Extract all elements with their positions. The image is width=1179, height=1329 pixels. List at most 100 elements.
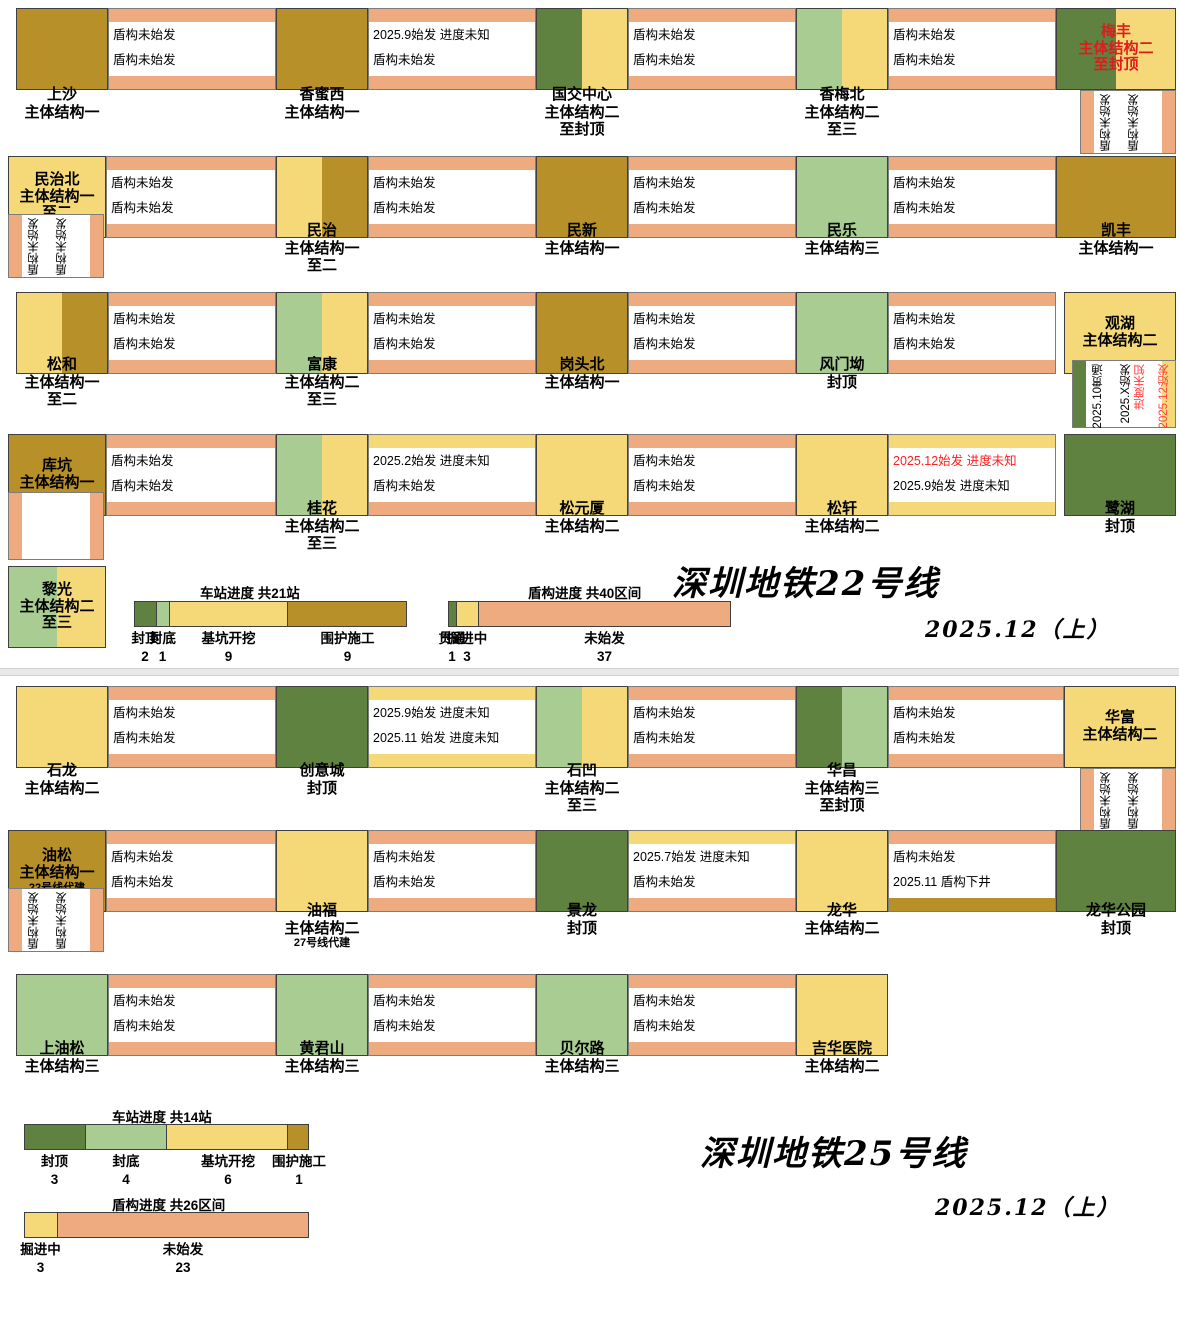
tunnel-bar-down [109, 76, 275, 89]
station-caption: 贝尔路主体结构三 [472, 1040, 692, 1075]
station-status: 主体结构二 [284, 517, 360, 535]
station-status-half [582, 293, 627, 373]
station-status-half [797, 157, 842, 237]
legend-segment [288, 1125, 308, 1149]
tunnel-bar-down [369, 224, 535, 237]
station-block: 黎光主体结构二至三 [8, 566, 106, 648]
station-status: 主体结构二 [24, 779, 100, 797]
station-status: 至封顶 [1093, 56, 1139, 74]
station-status-half [277, 687, 322, 767]
station-status-half [582, 157, 627, 237]
station-sub-note: 27号线代建 [293, 937, 351, 950]
station-status-half [17, 9, 62, 89]
legend-segment [25, 1213, 58, 1237]
tunnel-label-down: 盾构未始发 [373, 479, 436, 493]
tunnel-bar-up [629, 293, 795, 306]
station-status: 主体结构一 [24, 103, 100, 121]
station-status: 主体结构一 [24, 373, 100, 391]
station-block [16, 974, 108, 1056]
station-block: 观湖主体结构二 [1064, 292, 1176, 374]
tunnel-segment: 2025.9始发 进度未知盾构未始发 [368, 8, 536, 90]
station-caption: 国交中心主体结构二至封顶 [472, 86, 692, 139]
legend-segment [456, 602, 479, 626]
tunnel-label-down: 盾构未始发 [373, 875, 436, 889]
legend-count: 3 [36, 1260, 45, 1276]
station-caption: 上沙主体结构一 [0, 86, 172, 121]
station-block [276, 292, 368, 374]
station-name: 上油松 [39, 1040, 85, 1057]
tunnel-label-down: 盾构未始发 [113, 731, 176, 745]
station-status: 至封顶 [559, 121, 605, 139]
station-status-half [1057, 831, 1116, 911]
tunnel-bar-up [369, 9, 535, 22]
station-status-half [62, 9, 107, 89]
tunnel-legend-bar [448, 601, 731, 627]
vtunnel-bar-right [1162, 91, 1175, 153]
legend-segment [25, 1125, 86, 1149]
tunnel-segment: 盾构未始发盾构未始发 [108, 974, 276, 1056]
station-caption: 松元厦主体结构二 [472, 500, 692, 535]
tunnel-bar-down [629, 360, 795, 373]
station-block [16, 292, 108, 374]
tunnel-bar-down [369, 76, 535, 89]
station-status-half [537, 975, 582, 1055]
station-status-half [277, 831, 322, 911]
vtunnel-bar-left [1081, 91, 1094, 153]
vtunnel-bar-right [90, 889, 103, 951]
station-name: 创意城 [299, 762, 345, 779]
station-block [536, 434, 628, 516]
station-status: 至二 [306, 257, 337, 275]
station-name: 黄君山 [299, 1040, 345, 1057]
station-block [796, 292, 888, 374]
station-status: 主体结构一 [284, 239, 360, 257]
station-status: 主体结构二 [544, 517, 620, 535]
station-status: 至三 [826, 121, 857, 139]
tunnel-bar-down [369, 1042, 535, 1055]
tunnel-label-down: 盾构未始发 [893, 53, 956, 67]
station-block [536, 686, 628, 768]
station-status: 主体结构一 [19, 863, 95, 881]
tunnel-label-up: 盾构未始发 [633, 312, 696, 326]
line-date: 2025.12（上） [925, 617, 1111, 643]
tunnel-bar-up [369, 687, 535, 700]
station-status-half [797, 831, 842, 911]
station-status: 主体结构二 [1082, 332, 1158, 349]
station-name: 景龙 [566, 902, 597, 919]
tunnel-label-down: 盾构未始发 [113, 1019, 176, 1033]
tunnel-bar-up [629, 975, 795, 988]
legend-segment [478, 602, 730, 626]
station-status-half [277, 157, 322, 237]
station-caption: 创意城封顶 [212, 762, 432, 797]
tunnel-segment: 盾构未始发盾构未始发 [888, 156, 1056, 238]
line-date: 2025.12（上） [935, 1195, 1121, 1221]
station-name: 贝尔路 [559, 1040, 605, 1057]
tunnel-label-down: 盾构未始发 [111, 875, 174, 889]
vertical-tunnel-segment: 盾构未始发盾构未始发 [1080, 90, 1176, 154]
tunnel-bar-down [109, 754, 275, 767]
legend-label: 封底 [112, 1154, 140, 1169]
station-caption: 松轩主体结构二 [732, 500, 952, 535]
station-status: 封顶 [306, 779, 337, 797]
station-name: 华富 [1104, 709, 1135, 727]
vtunnel-label: 盾构未始发 [56, 218, 68, 276]
vertical-tunnel-segment [8, 492, 104, 560]
station-name: 香蜜西 [299, 86, 345, 103]
tunnel-segment: 盾构未始发盾构未始发 [368, 292, 536, 374]
station-name: 观湖 [1104, 315, 1135, 333]
station-block: 华富主体结构二 [1064, 686, 1176, 768]
tunnel-label-down: 2025.11 始发 进度未知 [373, 731, 500, 745]
station-status-half [797, 975, 842, 1055]
tunnel-bar-up [107, 831, 275, 844]
tunnel-label-up: 2025.2始发 进度未知 [373, 454, 490, 468]
station-inline-label: 观湖主体结构二 [1065, 293, 1175, 373]
legend-segment [169, 602, 288, 626]
tunnel-label-up: 盾构未始发 [111, 850, 174, 864]
station-status-half [322, 435, 367, 515]
tunnel-label-up: 盾构未始发 [113, 994, 176, 1008]
tunnel-bar-down [889, 360, 1055, 373]
vtunnel-label: 盾构未始发 [28, 218, 40, 276]
